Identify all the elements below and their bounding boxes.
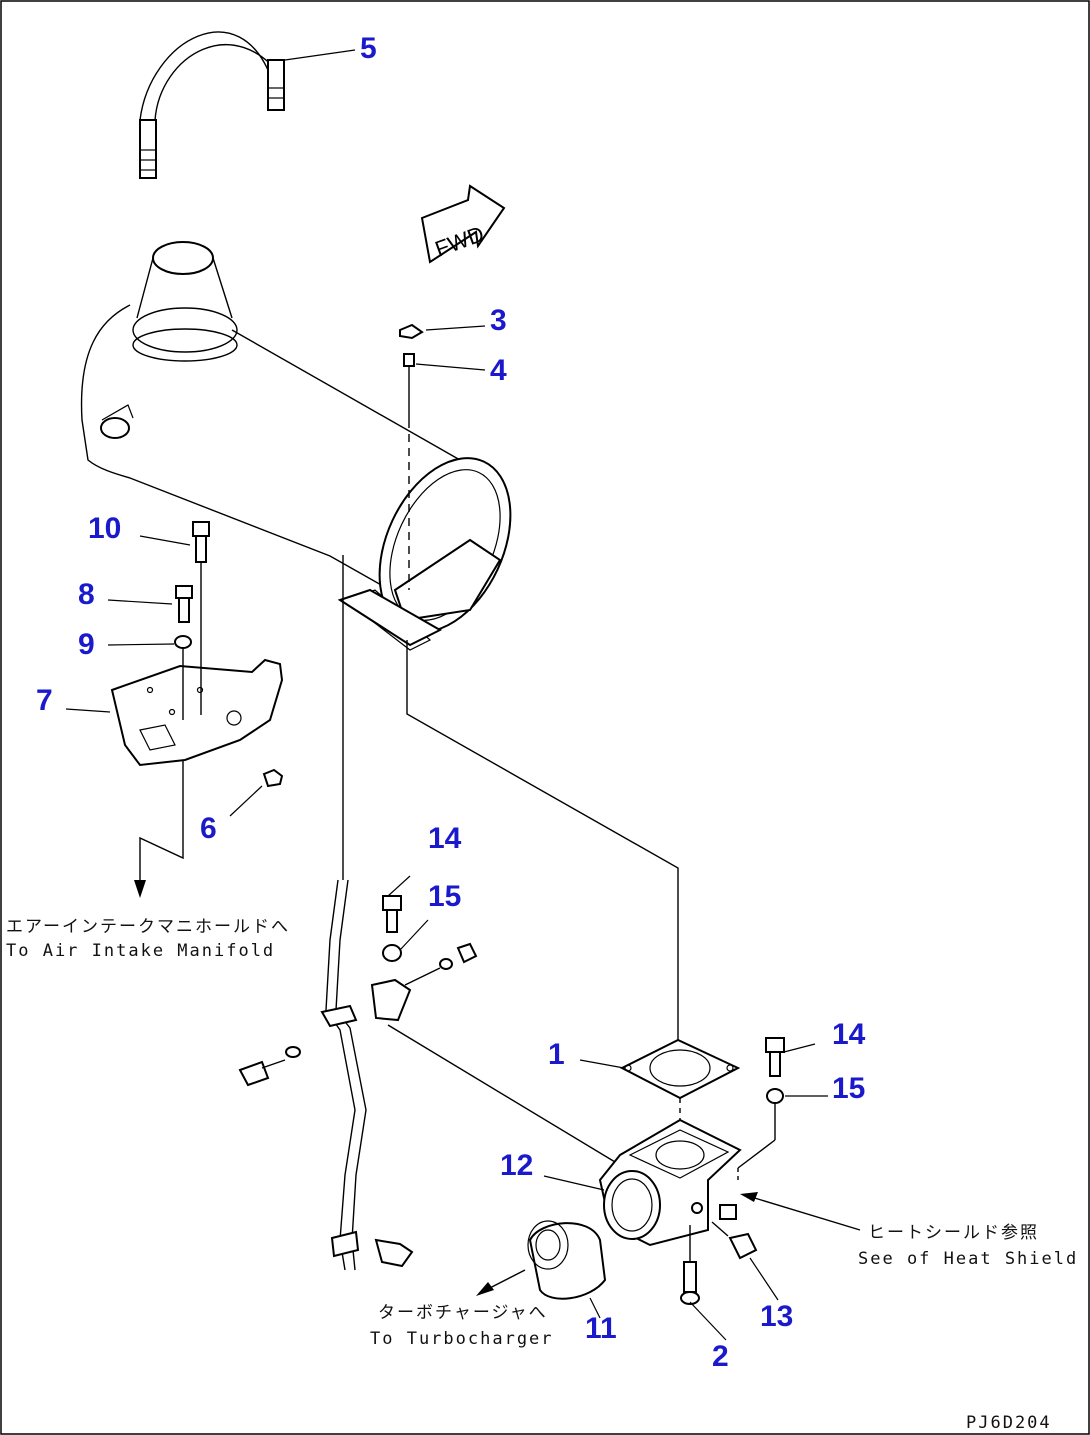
callout-15-right: 15 [832, 1072, 865, 1105]
callout-8: 8 [78, 578, 95, 611]
callout-14-upper: 14 [428, 822, 462, 855]
note-air-intake-jp: エアーインテークマニホールドへ [6, 917, 290, 937]
callout-3: 3 [490, 304, 507, 337]
part-15-washer-right [719, 1088, 784, 1220]
fwd-arrow-icon: FWD [420, 184, 506, 264]
leader-heat-shield [747, 1195, 861, 1231]
callout-1: 1 [548, 1038, 565, 1071]
part-2-bolt [680, 1225, 700, 1305]
callout-14-right: 14 [832, 1018, 866, 1051]
callout-6: 6 [200, 812, 217, 845]
part-14-bolt-upper [382, 895, 402, 933]
note-air-intake-en: To Air Intake Manifold [6, 941, 275, 961]
part-11-hose [527, 1220, 607, 1300]
note-heat-shield-en: See of Heat Shield [858, 1249, 1078, 1269]
clamp-bolts [238, 1046, 414, 1268]
part-3-4-fasteners [399, 323, 424, 590]
note-turbo-jp: ターボチャージャへ [378, 1303, 548, 1323]
callout-11: 11 [585, 1312, 617, 1345]
callout-4: 4 [490, 354, 507, 387]
elbow-housing [598, 1118, 742, 1247]
air-cleaner-body [80, 241, 512, 651]
callout-leaders [65, 49, 828, 1341]
part-6-nut [262, 768, 284, 788]
note-turbo-en: To Turbocharger [370, 1329, 554, 1349]
part-14-bolt-right [765, 1037, 785, 1077]
callout-15-upper: 15 [428, 880, 461, 913]
part-15-washer-upper [382, 944, 402, 962]
arrow-heat-shield-icon [740, 1192, 758, 1202]
part-8-bolt [175, 585, 193, 623]
part-13-plug [711, 1221, 758, 1260]
part-5-hose [139, 31, 285, 179]
gauge-rod [320, 555, 367, 1271]
callout-13: 13 [760, 1300, 793, 1333]
part-7-bracket [110, 658, 284, 767]
part-9-washer [174, 635, 192, 720]
callout-10: 10 [88, 512, 121, 545]
leader-air-intake [139, 760, 184, 882]
leader-body-to-gasket [406, 640, 679, 1040]
callout-12: 12 [500, 1149, 533, 1182]
note-heat-shield-jp: ヒートシールド参照 [868, 1223, 1039, 1243]
upper-clamp [370, 942, 621, 1166]
part-1-gasket [619, 1038, 741, 1100]
callout-7: 7 [36, 684, 53, 717]
part-10-bolt [192, 521, 210, 715]
arrow-turbo-icon [476, 1282, 494, 1296]
callout-2: 2 [712, 1340, 729, 1373]
arrow-air-intake-icon [134, 880, 146, 898]
drawing-code: PJ6D204 [966, 1413, 1052, 1433]
callout-5: 5 [360, 32, 377, 65]
callout-9: 9 [78, 628, 95, 661]
